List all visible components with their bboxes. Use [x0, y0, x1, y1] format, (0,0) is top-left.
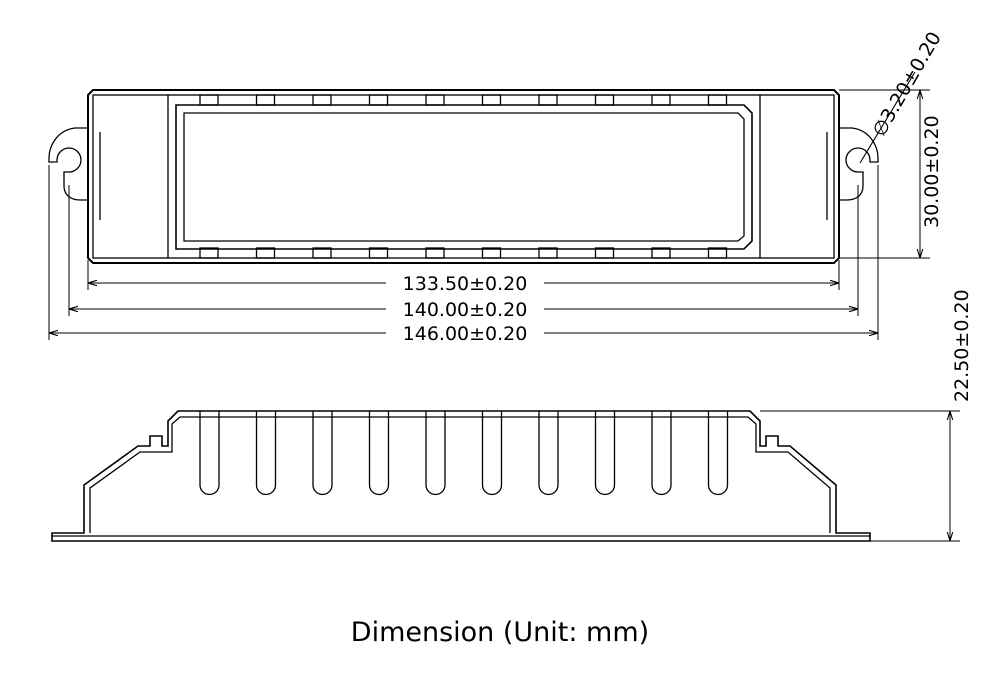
bottom-tab	[199, 247, 219, 259]
side-fin	[312, 411, 333, 496]
side-fin	[651, 411, 672, 496]
top-tab	[255, 94, 276, 106]
top-tab	[199, 94, 219, 106]
bottom-tab	[368, 247, 389, 259]
bottom-tab	[481, 247, 502, 259]
length-inner-label: 133.50±0.20	[403, 273, 528, 295]
top-view	[48, 89, 879, 264]
top-view-tabs	[199, 94, 728, 259]
side-fin	[481, 411, 503, 496]
side-view-inner-outline	[89, 416, 831, 533]
height-side-label: 22.50±0.20	[951, 289, 973, 402]
top-tab	[368, 94, 389, 106]
bottom-tab	[425, 247, 445, 259]
length-mounting-label: 140.00±0.20	[403, 299, 528, 321]
side-fin	[594, 411, 616, 496]
top-panel-inner	[183, 112, 745, 242]
top-tab	[312, 94, 332, 106]
hole-leader-line	[859, 71, 916, 164]
drawing-caption: Dimension (Unit: mm)	[350, 617, 650, 648]
top-panel-outer	[175, 104, 753, 250]
top-tab	[651, 94, 671, 106]
side-view	[51, 410, 871, 542]
side-view-outline	[51, 410, 871, 542]
top-tab	[425, 94, 445, 106]
side-view-fins	[199, 411, 729, 496]
bottom-tab	[707, 247, 728, 259]
side-fin	[425, 411, 446, 496]
height-dimension-side	[760, 410, 960, 542]
side-fin	[255, 411, 277, 496]
height-top-label: 30.00±0.20	[921, 115, 943, 228]
hole-diameter-callout	[859, 71, 916, 164]
right-mounting-ear	[839, 127, 879, 201]
bottom-tab	[594, 247, 615, 259]
top-view-body-outline	[87, 89, 840, 264]
side-fin	[538, 411, 559, 496]
top-view-body-inner	[92, 94, 835, 259]
side-fin	[199, 411, 220, 496]
height-dimension-top	[839, 89, 930, 259]
bottom-tab	[538, 247, 558, 259]
bottom-tab	[312, 247, 332, 259]
top-tab	[538, 94, 558, 106]
top-tab	[481, 94, 502, 106]
side-fin	[707, 411, 729, 496]
length-overall-label: 146.00±0.20	[403, 323, 528, 345]
side-fin	[368, 411, 390, 496]
top-tab	[707, 94, 728, 106]
bottom-tab	[255, 247, 276, 259]
top-tab	[594, 94, 615, 106]
left-mounting-ear	[48, 127, 88, 201]
bottom-tab	[651, 247, 671, 259]
